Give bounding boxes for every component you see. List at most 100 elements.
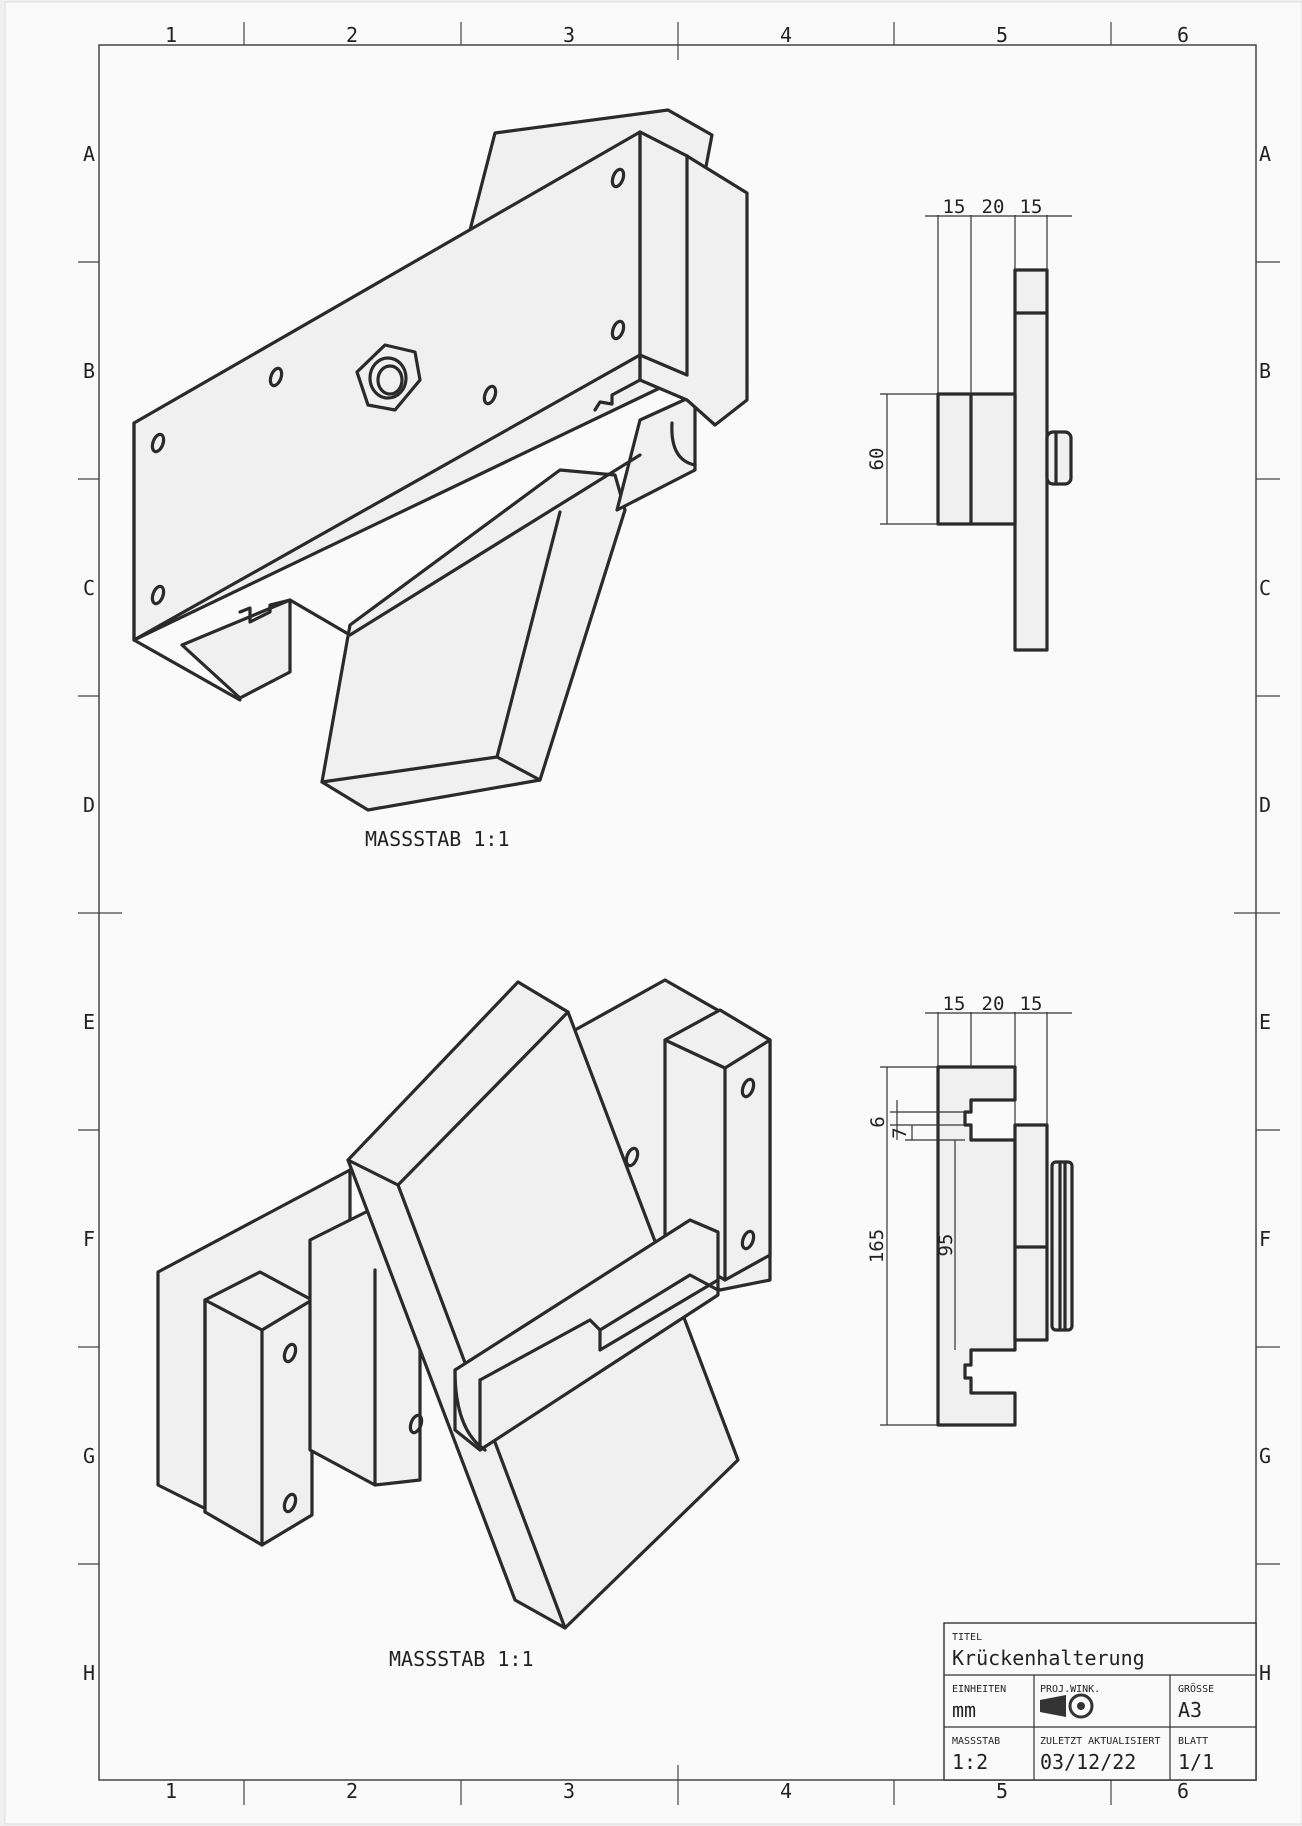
bottom-side-knob [1050, 1160, 1074, 1332]
dim-6: 6 [867, 1116, 889, 1127]
column-ticks [243, 22, 1112, 1805]
hole [482, 384, 498, 406]
col-label: 1 [165, 1779, 177, 1803]
bottom-isometric-view [156, 978, 772, 1630]
hole [408, 1413, 424, 1435]
dim-95: 95 [935, 1234, 957, 1257]
col-label: 5 [996, 1779, 1008, 1803]
row-labels-left: A B C D E F G H [83, 142, 95, 1685]
projection-symbol-icon [1040, 1693, 1094, 1719]
hole [740, 1077, 756, 1099]
row-labels-right: A B C D E F G H [1259, 142, 1271, 1685]
units-value: mm [952, 1698, 976, 1722]
drawing-title: Krückenhalterung [952, 1646, 1145, 1670]
top-dim-lines [880, 215, 1072, 525]
hole [610, 319, 626, 341]
row-label: D [83, 793, 95, 817]
col-label: 1 [165, 23, 177, 47]
dim-20: 20 [982, 993, 1005, 1015]
dim-15a: 15 [943, 993, 966, 1015]
row-label: A [83, 142, 95, 166]
bottom-side-profile [936, 1065, 1017, 1427]
row-label: H [83, 1661, 95, 1685]
row-label: G [83, 1444, 95, 1468]
size-value: A3 [1178, 1698, 1202, 1722]
nut-bore [368, 356, 408, 400]
hole [740, 1229, 756, 1251]
body-edge [132, 353, 689, 642]
side-block [936, 392, 1017, 526]
bottom-side-plate [1013, 1123, 1049, 1342]
row-label: B [1259, 359, 1271, 383]
row-label: E [1259, 1010, 1271, 1034]
dim-15a: 15 [943, 196, 966, 218]
scale-value: 1:2 [952, 1750, 988, 1774]
dim-15b: 15 [1020, 196, 1043, 218]
sheet-value: 1/1 [1178, 1750, 1214, 1774]
hex-nut [355, 343, 422, 412]
top-isometric-view [132, 108, 749, 812]
bottom-dim-lines [880, 1012, 1072, 1426]
top-view-scale: MASSSTAB 1:1 [365, 827, 510, 851]
row-label: F [1259, 1227, 1271, 1251]
projection-label: PROJ.WINK. [1040, 1684, 1100, 1695]
row-label: G [1259, 1444, 1271, 1468]
dim-20: 20 [982, 196, 1005, 218]
col-label: 2 [346, 1779, 358, 1803]
row-ticks [78, 261, 1280, 1565]
updated-value: 03/12/22 [1040, 1750, 1136, 1774]
col-label: 3 [563, 1779, 575, 1803]
col-label: 3 [563, 23, 575, 47]
big-plate [346, 980, 740, 1630]
bottom-slot [180, 598, 292, 700]
rail-curve [670, 421, 697, 467]
hole [150, 432, 166, 454]
sheet-label: BLATT [1178, 1736, 1208, 1747]
col-label: 4 [780, 1779, 792, 1803]
slot-notch [238, 598, 292, 624]
row-label: C [1259, 576, 1271, 600]
body-edge [288, 453, 642, 637]
row-label: E [83, 1010, 95, 1034]
top-side-view: 15 20 15 60 [866, 196, 1073, 652]
scale-label: MASSSTAB [952, 1736, 1000, 1747]
rail-edge [598, 1278, 720, 1352]
hole [624, 1146, 640, 1168]
col-label: 4 [780, 23, 792, 47]
hole [282, 1342, 298, 1364]
title-label: TITEL [952, 1632, 982, 1643]
col-label: 2 [346, 23, 358, 47]
dim-7: 7 [889, 1127, 911, 1138]
hole [282, 1492, 298, 1514]
size-label: GRÖSSE [1178, 1682, 1214, 1695]
side-plate [1013, 268, 1049, 652]
row-label: D [1259, 793, 1271, 817]
row-label: H [1259, 1661, 1271, 1685]
dim-60: 60 [866, 448, 888, 471]
side-rail [615, 393, 697, 512]
hole [610, 167, 626, 189]
column-labels-bottom: 1 2 3 4 5 6 [165, 1779, 1189, 1803]
units-label: EINHEITEN [952, 1684, 1006, 1695]
rail [453, 1218, 720, 1452]
block-edge [203, 1298, 314, 1332]
handle-edge [495, 510, 562, 759]
row-label: B [83, 359, 95, 383]
hole [268, 366, 284, 388]
dim-165: 165 [866, 1229, 888, 1263]
row-label: C [83, 576, 95, 600]
side-knob [1045, 430, 1073, 486]
bottom-view-scale: MASSSTAB 1:1 [389, 1647, 534, 1671]
slot-notch [593, 378, 642, 412]
dim-15b: 15 [1020, 993, 1043, 1015]
column-labels-top: 1 2 3 4 5 6 [165, 23, 1189, 47]
title-block: TITEL Krückenhalterung EINHEITEN mm PROJ… [943, 1622, 1257, 1781]
nut-bore [376, 364, 404, 396]
hole [150, 584, 166, 606]
col-label: 5 [996, 23, 1008, 47]
bottom-side-view: 15 20 15 165 6 7 95 [866, 993, 1074, 1427]
block-edge [663, 1038, 772, 1070]
row-label: A [1259, 142, 1271, 166]
col-label: 6 [1177, 1779, 1189, 1803]
main-body-side [638, 130, 749, 427]
